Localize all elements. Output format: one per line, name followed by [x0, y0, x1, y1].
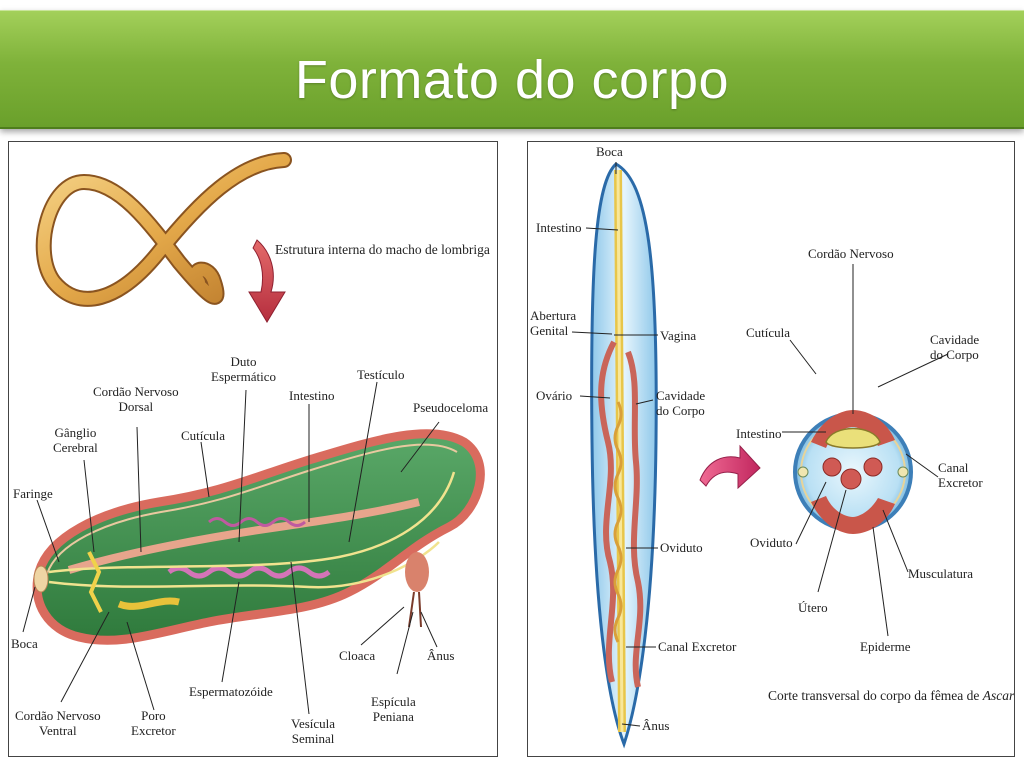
cs-leader-lines	[782, 264, 949, 637]
right-leader-lines	[571, 162, 658, 727]
label-cs-utero: Útero	[798, 600, 828, 615]
label-canal-excretor-female: Canal Excretor	[658, 639, 737, 654]
male-testis	[167, 565, 331, 579]
label-poro-excretor: Poro Excretor	[131, 708, 176, 738]
label-cs-canal-excretor: Canal Excretor	[938, 460, 983, 490]
label-cs-musculatura: Musculatura	[908, 566, 973, 581]
label-cavidade-corpo: Cavidade do Corpo	[656, 388, 706, 418]
label-faringe: Faringe	[13, 486, 53, 501]
slide-title: Formato do corpo	[294, 50, 730, 110]
male-structure-caption: Estrutura interna do macho de lombriga	[275, 242, 490, 257]
label-cloaca: Cloaca	[339, 648, 376, 663]
label-espicula-peniana: Espícula Peniana	[371, 694, 416, 724]
title-bar: Formato do corpo	[0, 10, 1024, 129]
label-anus: Ânus	[427, 648, 455, 663]
label-cuticula: Cutícula	[181, 428, 226, 443]
cross-section-diagram	[793, 410, 913, 534]
label-pseudoceloma: Pseudoceloma	[413, 400, 489, 415]
male-worm-body	[32, 429, 485, 645]
label-cs-oviduto: Oviduto	[750, 535, 793, 550]
curved-arrow-icon	[699, 444, 761, 490]
label-oviduto-female: Oviduto	[660, 540, 703, 555]
label-ovario: Ovário	[536, 388, 573, 403]
male-worm-illustration	[22, 152, 485, 715]
leader-lines	[22, 381, 440, 715]
label-vagina: Vagina	[660, 328, 697, 343]
curved-arrow-icon	[248, 239, 286, 323]
female-ovary	[598, 340, 617, 683]
label-ganglio-cerebral: Gânglio Cerebral	[53, 425, 98, 455]
female-worm-panel: Boca Intestino Abertura Genital Vagina O…	[527, 141, 1015, 757]
label-cs-intestino: Intestino	[736, 426, 782, 441]
label-cs-cavidade-corpo: Cavidade do Corpo	[930, 332, 980, 362]
label-cs-epiderme: Epiderme	[860, 639, 911, 654]
label-anus-female: Ânus	[642, 718, 670, 733]
label-boca-female: Boca	[596, 144, 623, 159]
label-cordao-ventral: Cordão Nervoso Ventral	[15, 708, 101, 738]
label-intestino-female: Intestino	[536, 220, 582, 235]
label-abertura-genital: Abertura Genital	[530, 308, 577, 338]
label-cs-cuticula: Cutícula	[746, 325, 791, 340]
label-espermatozoide: Espermatozóide	[189, 684, 273, 699]
label-intestino: Intestino	[289, 388, 335, 403]
label-testiculo: Testículo	[357, 367, 405, 382]
label-cordao-dorsal: Cordão Nervoso Dorsal	[93, 384, 179, 414]
label-duto-espermatico: Duto Espermático	[211, 354, 276, 384]
cross-section-caption: Corte transversal do corpo da fêmea de A…	[768, 688, 1015, 703]
male-intestine	[67, 498, 420, 574]
female-worm-illustration	[571, 162, 949, 749]
label-boca: Boca	[11, 636, 38, 651]
male-worm-panel: Estrutura interna do macho de lombriga F…	[8, 141, 498, 757]
label-cs-cordao-nervoso: Cordão Nervoso	[808, 246, 894, 261]
label-vesicula-seminal: Vesícula Seminal	[291, 716, 336, 746]
